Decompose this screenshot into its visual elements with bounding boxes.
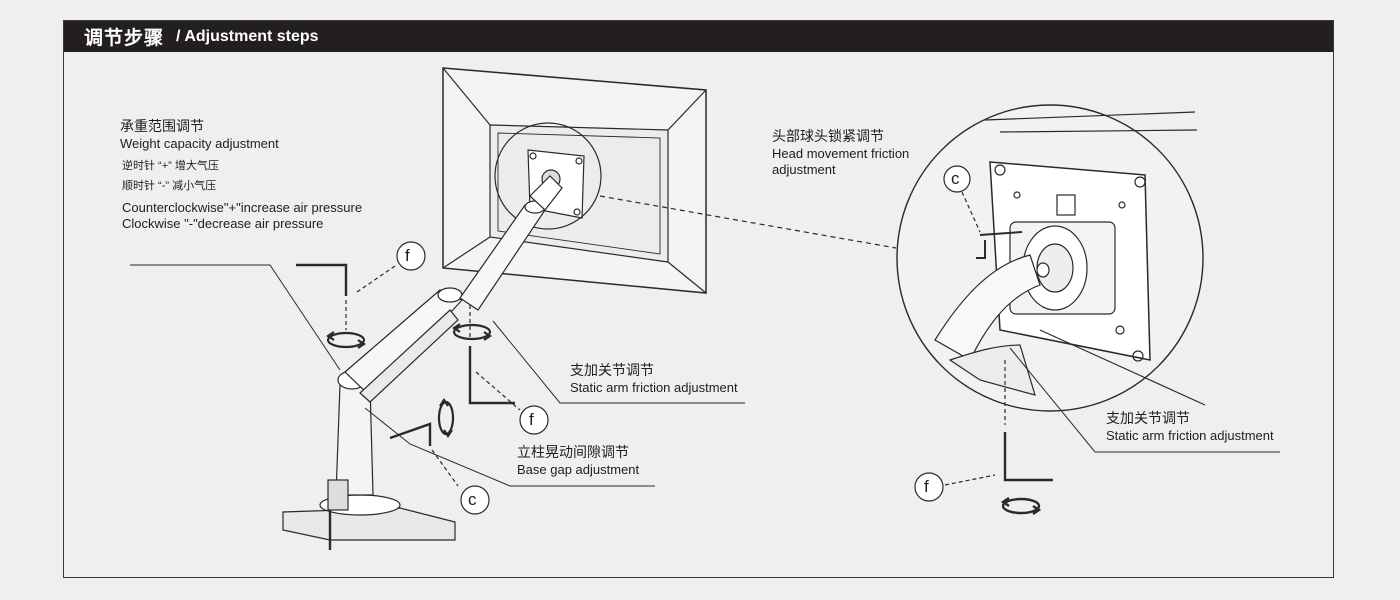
weight-label-en: Weight capacity adjustment — [120, 135, 279, 151]
head-detail-illustration — [934, 111, 1206, 406]
allen-key-static-arm — [468, 346, 515, 405]
head-friction-en-2: adjustment — [772, 161, 836, 177]
arm-illustration — [282, 175, 563, 550]
head-friction-zh: 头部球头锁紧调节 — [772, 128, 884, 144]
zoom-source-circle — [494, 122, 602, 230]
static-arm-right-zh: 支加关节调节 — [1106, 410, 1190, 426]
callout-f-weight — [396, 241, 426, 271]
base-gap-en: Base gap adjustment — [517, 461, 640, 477]
allen-key-head — [976, 240, 986, 259]
leader-lines-left — [130, 264, 745, 487]
static-arm-right-en: Static arm friction adjustment — [1106, 427, 1274, 443]
header-title-en: / Adjustment steps — [176, 27, 319, 45]
header-title-zh: 调节步骤 — [84, 28, 165, 49]
callout-c-base — [460, 485, 490, 515]
head-friction-en-1: Head movement friction — [772, 145, 910, 161]
weight-label-block: 承重范围调节 Weight capacity adjustment — [120, 118, 279, 152]
weight-label-zh: 承重范围调节 — [120, 118, 204, 134]
header-bar: 调节步骤 / Adjustment steps — [64, 21, 1333, 52]
ccw-instruction-en: Counterclockwise"+"increase air pressure — [122, 199, 363, 215]
callout-letter-c: c — [468, 490, 477, 509]
static-arm-left-en: Static arm friction adjustment — [570, 379, 738, 395]
leader-line-right — [1009, 347, 1280, 453]
callout-letter-f: f — [924, 477, 929, 496]
static-arm-right-label: 支加关节调节 Static arm friction adjustment — [1106, 410, 1274, 444]
callout-letter-f: f — [405, 246, 410, 265]
head-friction-label: 头部球头锁紧调节 Head movement friction adjustme… — [772, 128, 909, 178]
cw-instruction-en: Clockwise "-"decrease air pressure — [122, 215, 324, 231]
allen-key-weight — [296, 263, 348, 296]
allen-key-right-static — [1003, 432, 1053, 482]
monitor-illustration — [442, 67, 707, 294]
rotate-arrow-icon — [437, 398, 455, 438]
static-arm-left-zh: 支加关节调节 — [570, 362, 654, 378]
ccw-instruction-zh: 逆时针 “+” 增大气压 — [122, 160, 219, 172]
weight-instructions: 逆时针 “+” 增大气压 顺时针 “-” 减小气压 Counterclockwi… — [122, 160, 362, 232]
allen-key-base — [389, 422, 432, 446]
callout-f-static-arm — [519, 405, 549, 435]
base-gap-zh: 立柱晃动间隙调节 — [517, 444, 629, 460]
cw-instruction-zh: 顺时针 “-” 减小气压 — [122, 179, 217, 192]
base-gap-label: 立柱晃动间隙调节 Base gap adjustment — [517, 444, 639, 478]
callout-c-head — [943, 165, 971, 193]
static-arm-left-label: 支加关节调节 Static arm friction adjustment — [570, 362, 738, 396]
rotate-arrow-icon — [1000, 497, 1042, 515]
callout-letter-f: f — [529, 410, 534, 429]
callout-letter-c: c — [951, 169, 960, 188]
rotate-arrow-icon — [326, 331, 366, 349]
rotate-arrow-icon — [452, 323, 492, 341]
callout-f-right — [914, 472, 944, 502]
